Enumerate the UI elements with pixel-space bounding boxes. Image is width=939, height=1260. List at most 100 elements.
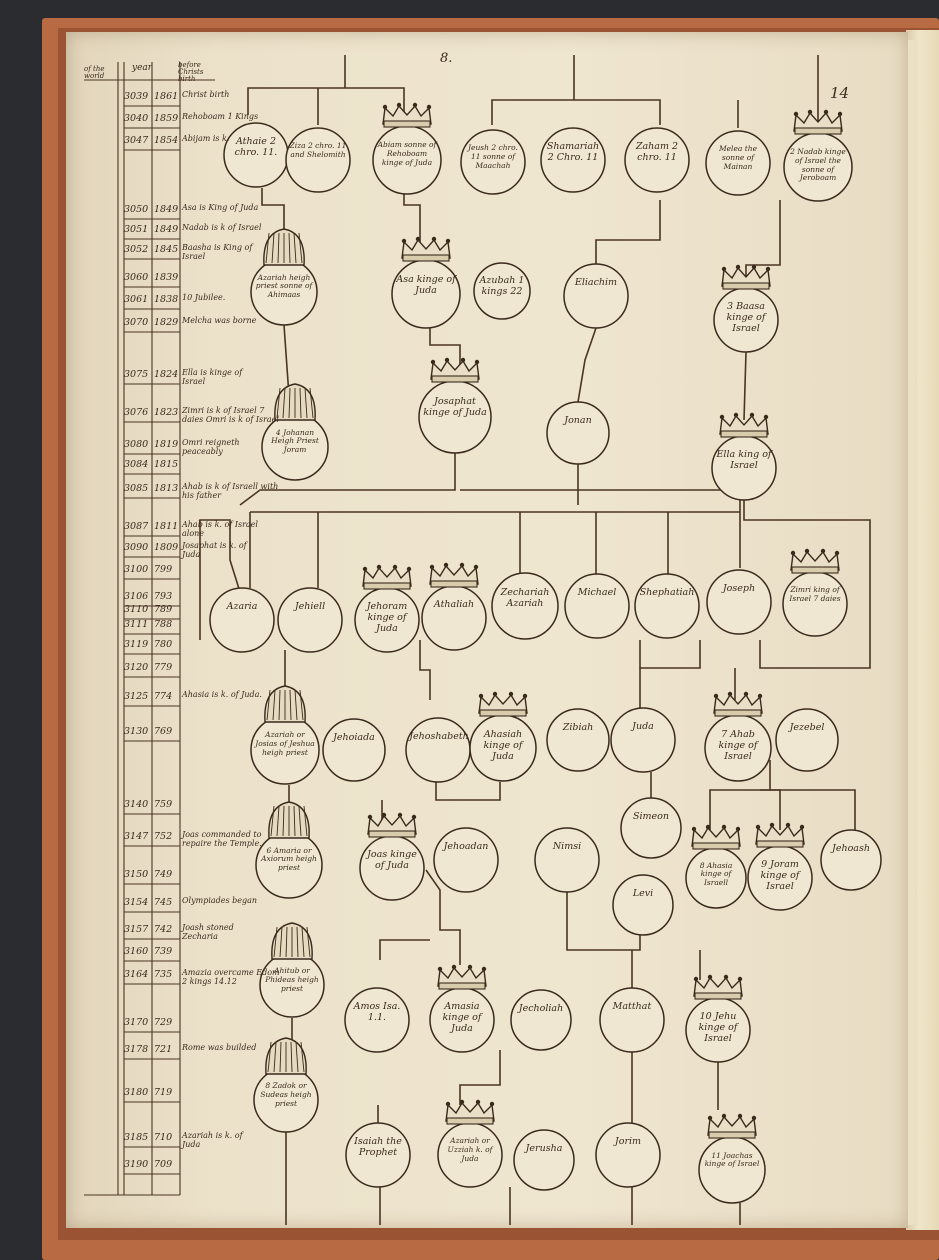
year-of-world: 3087 [124,521,149,532]
event-note: Omri reigneth peaceably [182,438,240,457]
year-before-christ: 789 [154,604,173,615]
person-circle-azubah [473,262,531,320]
person-label: Azariah heigh priest sonne of Ahimaas [255,272,313,300]
person-label: Joas kinge of Juda [367,849,417,872]
year-before-christ: 752 [154,831,173,842]
year-before-christ: 769 [154,726,173,737]
person-circle-jeush [460,129,526,195]
year-before-christ: 719 [154,1087,173,1098]
person-circle-zechariah [491,572,559,640]
year-of-world: 3047 [124,135,149,146]
person-label: Josaphat kinge of Juda [423,396,487,419]
person-label: Azubah 1 kings 22 [479,274,525,297]
person-circle-juda [610,707,676,773]
year-of-world: 3040 [124,113,149,124]
person-label: Azaria [226,601,258,613]
person-circle-jehoiada [322,718,386,782]
year-of-world: 3157 [124,924,149,935]
year-of-world: 3039 [124,91,149,102]
year-before-christ: 1819 [154,439,179,450]
year-before-christ: 1838 [154,294,179,305]
person-label: 11 Joachas kinge of Israel [704,1150,760,1169]
year-before-christ: 710 [154,1132,173,1143]
event-note: Ella is kinge of Israel [182,368,243,387]
person-label: Shephatiah [639,587,695,599]
person-label: Shamariah 2 Chro. 11 [546,141,600,164]
event-note: Azariah is k. of Juda [182,1131,243,1150]
person-circle-isaiah [345,1122,411,1188]
person-circle-jehiell [277,587,343,653]
person-label: 2 Nadab kinge of Israel the sonne of Jer… [790,147,846,183]
person-circle-zimri [782,571,848,637]
year-of-world: 3170 [124,1017,149,1028]
year-before-christ: 709 [154,1159,173,1170]
crown-icon [478,691,528,717]
person-circle-shamariah [540,127,606,193]
person-label: Azariah or Josias of Jeshua heigh priest [255,730,315,757]
crown-icon [367,812,417,838]
person-circle-jehoshabeth [405,717,471,783]
year-of-world: 3110 [124,604,149,615]
event-note: Melcha was borne [182,316,257,325]
year-before-christ: 1859 [154,113,179,124]
year-of-world: 3185 [124,1132,149,1143]
person-circle-nimsi [534,827,600,893]
person-label: Amasia kinge of Juda [442,1001,482,1035]
event-note: Joash stoned Zecharia [182,923,234,942]
person-label: Eliachim [574,277,618,289]
year-before-christ: 742 [154,924,173,935]
person-circle-joachas [698,1136,766,1204]
event-note: 10 Jubilee. [182,293,226,302]
crown-icon [755,822,805,848]
person-label: Jerusha [525,1142,563,1154]
crown-icon [713,691,763,717]
year-of-world: 3090 [124,542,149,553]
year-before-christ: 1813 [154,483,179,494]
year-before-christ: 774 [154,691,173,702]
mitre-icon [264,685,306,723]
event-note: Rome was builded [182,1043,257,1052]
year-before-christ: 1849 [154,204,179,215]
year-before-christ: 735 [154,969,173,980]
year-of-world: 3147 [124,831,149,842]
person-label: Ella king of Israel [716,449,772,472]
person-label: Jehoshabeth [409,731,469,743]
year-before-christ: 1854 [154,135,179,146]
mitre-icon [265,1037,307,1075]
year-of-world: 3051 [124,224,149,235]
event-note: Asa is King of Juda [182,203,259,212]
year-before-christ: 1849 [154,224,179,235]
event-note: Joas commanded to repaire the Temple. [182,830,262,849]
person-label: Ahasiah kinge of Juda [483,728,523,762]
event-note: Abijam is k. [182,134,230,143]
year-of-world: 3130 [124,726,149,737]
person-label: Jehoash [832,842,870,854]
person-circle-jorim [595,1122,661,1188]
person-label: Jehoiada [333,731,375,743]
year-of-world: 3178 [124,1044,149,1055]
person-circle-michael [564,573,630,639]
person-label: Joseph [722,583,756,595]
event-note: Christ birth [182,90,230,99]
person-label: Jehoadan [443,841,489,853]
mitre-icon [263,228,305,266]
event-note: Zimri is k of Israel 7 daies Omri is k o… [182,406,279,425]
year-of-world: 3050 [124,204,149,215]
person-circle-zibiah [546,708,610,772]
person-circle-matthat [599,987,665,1053]
year-before-christ: 1815 [154,459,179,470]
year-before-christ: 788 [154,619,173,630]
year-of-world: 3119 [124,639,149,650]
person-circle-athaliah [421,585,487,651]
person-label: Zaham 2 chro. 11 [635,141,679,164]
crown-icon [362,564,412,590]
year-of-world: 3120 [124,662,149,673]
person-label: 6 Amaria or Axiorum heigh priest [261,845,317,873]
table-header-world: of the world [84,65,105,80]
person-circle-levi [612,874,674,936]
mitre-icon [268,801,310,839]
person-label: Levi [632,887,654,899]
person-label: Melea the sonne of Mainan [718,144,758,171]
person-label: Abiam sonne of Rehoboam kinge of Juda [377,140,437,167]
